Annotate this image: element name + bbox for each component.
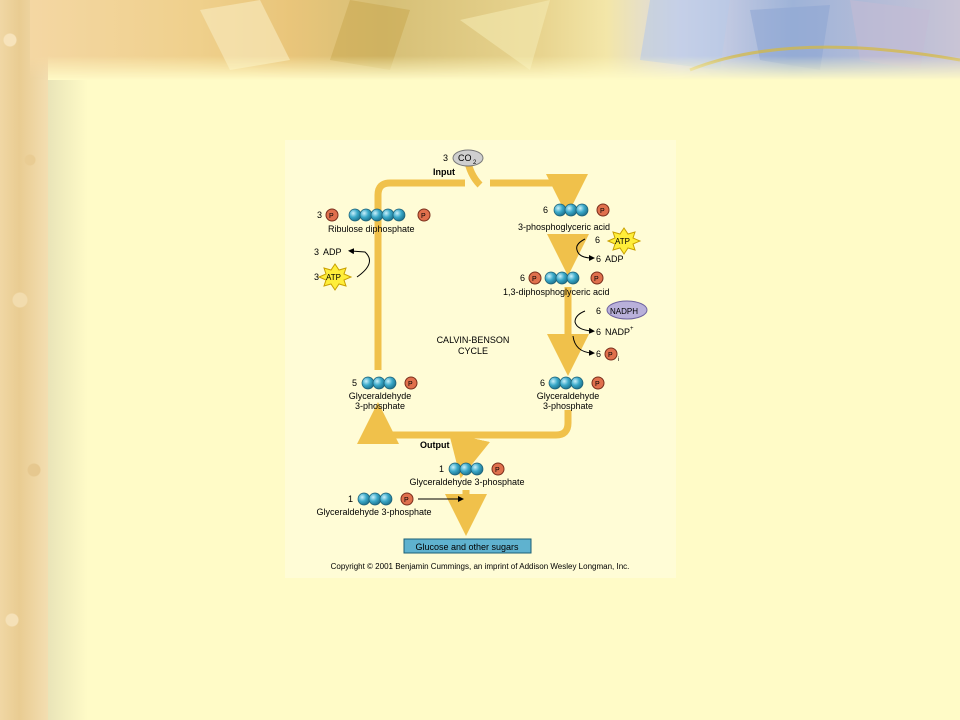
carbon-atom: [459, 462, 473, 476]
carbon-atom: [368, 492, 382, 506]
svg-text:6: 6: [520, 273, 525, 283]
svg-text:NADPH: NADPH: [610, 307, 638, 316]
cycle-title: CALVIN-BENSON CYCLE: [437, 335, 510, 356]
left-texture-strip: [0, 0, 48, 720]
svg-text:1: 1: [348, 494, 353, 504]
svg-text:6: 6: [540, 378, 545, 388]
carbon-atom: [559, 376, 573, 390]
header-banner: [30, 0, 960, 80]
svg-text:P: P: [600, 208, 605, 215]
carbon-atom: [470, 462, 484, 476]
svg-text:Glucose and other sugars: Glucose and other sugars: [415, 542, 519, 552]
svg-text:P: P: [408, 381, 413, 388]
svg-text:6: 6: [596, 254, 601, 264]
diagram-canvas: 3 CO 2 Input 3 P P Ribulose diphosphate …: [314, 149, 648, 571]
carbon-atom: [372, 376, 386, 390]
svg-text:P: P: [595, 381, 600, 388]
svg-text:P: P: [594, 276, 599, 283]
svg-text:1: 1: [439, 464, 444, 474]
svg-text:3-phosphate: 3-phosphate: [355, 401, 405, 411]
svg-text:i: i: [618, 357, 619, 363]
carbon-atom: [566, 271, 580, 285]
carbon-atom: [548, 376, 562, 390]
svg-text:6: 6: [543, 205, 548, 215]
carbon-atom: [383, 376, 397, 390]
output-label: Output: [420, 440, 450, 450]
svg-text:1,3-diphosphoglyceric acid: 1,3-diphosphoglyceric acid: [503, 287, 610, 297]
carbon-atom: [359, 208, 373, 222]
g3p-output-2: 1 P Glyceraldehyde 3-phosphate: [316, 492, 432, 517]
svg-text:Glyceraldehyde 3-phosphate: Glyceraldehyde 3-phosphate: [409, 477, 524, 487]
product-box: Glucose and other sugars: [403, 538, 532, 554]
svg-text:ATP: ATP: [326, 273, 341, 282]
carbon-atom: [361, 376, 375, 390]
svg-text:CALVIN-BENSON: CALVIN-BENSON: [437, 335, 510, 345]
svg-text:Glyceraldehyde: Glyceraldehyde: [537, 391, 600, 401]
atp-left: 3 ADP 3 ATP: [314, 247, 353, 291]
g3p-right: 6 P Glyceraldehyde 3-phosphate: [537, 376, 605, 411]
carbon-atom: [348, 208, 362, 222]
side-arrows: [348, 238, 595, 502]
carbon-atom: [381, 208, 395, 222]
svg-text:6: 6: [596, 327, 601, 337]
copyright-text: Copyright © 2001 Benjamin Cummings, an i…: [331, 562, 630, 571]
carbon-atom: [564, 203, 578, 217]
svg-text:P: P: [404, 497, 409, 504]
svg-text:ATP: ATP: [615, 237, 630, 246]
cycle-arrows: [357, 157, 589, 536]
svg-text:2: 2: [473, 160, 477, 166]
svg-text:3-phosphoglyceric acid: 3-phosphoglyceric acid: [518, 222, 610, 232]
svg-text:3: 3: [443, 153, 448, 163]
calvin-cycle-diagram: 3 CO 2 Input 3 P P Ribulose diphosphate …: [285, 140, 676, 578]
svg-text:6: 6: [596, 306, 601, 316]
svg-text:P: P: [532, 276, 537, 283]
carbon-atom: [553, 203, 567, 217]
carbon-atom: [575, 203, 589, 217]
svg-text:P: P: [608, 352, 613, 359]
input-co2: 3 CO 2 Input: [433, 149, 484, 177]
carbon-atom: [370, 208, 384, 222]
carbon-atom: [379, 492, 393, 506]
svg-text:CYCLE: CYCLE: [458, 346, 488, 356]
svg-text:6: 6: [596, 349, 601, 359]
svg-text:3: 3: [317, 210, 322, 220]
carbon-atom: [555, 271, 569, 285]
svg-text:P: P: [329, 213, 334, 220]
carbon-atom: [570, 376, 584, 390]
svg-text:Input: Input: [433, 167, 455, 177]
svg-text:3: 3: [314, 247, 319, 257]
pga-molecule: 6 P 3-phosphoglyceric acid: [518, 203, 610, 232]
left-shadow: [48, 80, 88, 720]
carbon-atom: [392, 208, 406, 222]
svg-text:+: +: [630, 326, 634, 332]
rudp-molecule: 3 P P Ribulose diphosphate: [317, 208, 431, 234]
svg-text:P: P: [421, 213, 426, 220]
carbon-atom: [357, 492, 371, 506]
g3p-output-1: 1 P Glyceraldehyde 3-phosphate: [409, 462, 525, 487]
svg-text:Glyceraldehyde: Glyceraldehyde: [349, 391, 412, 401]
svg-text:3-phosphate: 3-phosphate: [543, 401, 593, 411]
svg-text:6: 6: [595, 235, 600, 245]
svg-text:P: P: [495, 467, 500, 474]
banner-leaves: [200, 0, 960, 72]
svg-text:NADP: NADP: [605, 327, 630, 337]
dpga-molecule: 6 P P 1,3-diphosphoglyceric acid: [503, 271, 610, 297]
carbon-atom: [544, 271, 558, 285]
g3p-left: 5 P Glyceraldehyde 3-phosphate: [349, 376, 418, 411]
svg-text:5: 5: [352, 378, 357, 388]
svg-text:Glyceraldehyde 3-phosphate: Glyceraldehyde 3-phosphate: [316, 507, 431, 517]
svg-text:ADP: ADP: [605, 254, 624, 264]
svg-text:Ribulose diphosphate: Ribulose diphosphate: [328, 224, 415, 234]
atp-right: 6 ATP 6 ADP: [595, 227, 642, 264]
svg-text:CO: CO: [458, 153, 472, 163]
carbon-atom: [448, 462, 462, 476]
nadph: 6 NADPH 6 NADP + 6 P i: [596, 300, 648, 363]
svg-text:3: 3: [314, 272, 319, 282]
svg-text:ADP: ADP: [323, 247, 342, 257]
